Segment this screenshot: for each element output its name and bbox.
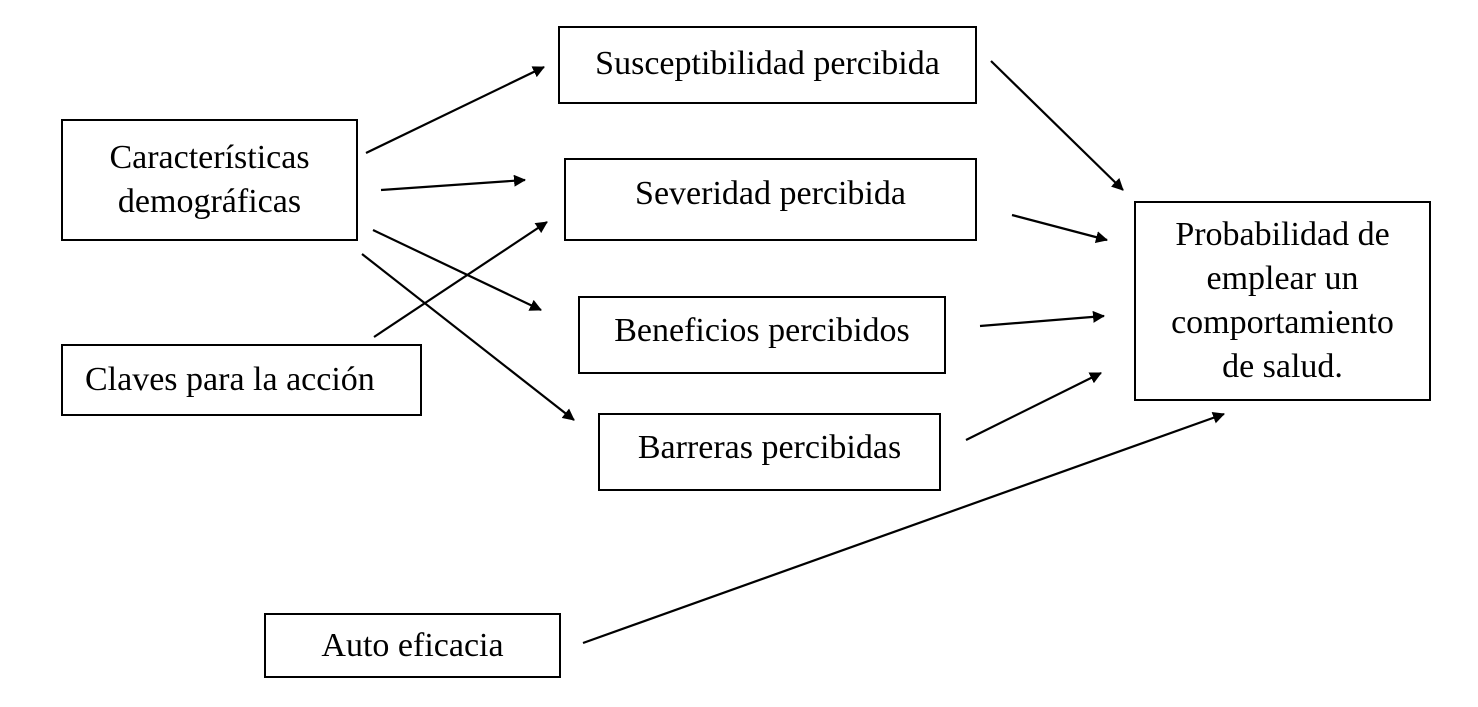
node-label: Barreras percibidas [637, 429, 902, 466]
node-label: Auto eficacia [321, 626, 504, 664]
node-beneficios-percibidos: Beneficios percibidos [578, 296, 946, 374]
node-severidad-percibida: Severidad percibida [564, 158, 977, 241]
arrow-claves-to-severidad [373, 221, 548, 338]
node-susceptibilidad-percibida: Susceptibilidad percibida [558, 26, 977, 104]
node-caracteristicas-demograficas: Características demográficas [61, 119, 358, 241]
arrow-susceptibilidad-to-probabilidad [990, 60, 1124, 191]
node-label: Severidad percibida [635, 175, 906, 212]
node-probabilidad-comportamiento-salud: Probabilidad de emplear un comportamient… [1134, 201, 1431, 401]
node-label: Beneficios percibidos [614, 312, 910, 349]
node-label: Claves para la acción [85, 361, 375, 398]
arrow-demograficas-to-beneficios [372, 229, 542, 311]
node-barreras-percibidas: Barreras percibidas [598, 413, 941, 491]
node-label: Susceptibilidad percibida [595, 45, 940, 82]
node-label: Características demográficas [109, 139, 310, 220]
node-auto-eficacia: Auto eficacia [264, 613, 561, 678]
arrow-demograficas-to-barreras [361, 253, 575, 421]
arrow-severidad-to-probabilidad [1011, 213, 1108, 244]
arrow-demograficas-to-severidad [380, 174, 526, 192]
node-label: Probabilidad de emplear un comportamient… [1171, 216, 1394, 385]
arrow-auto_eficacia-to-probabilidad [582, 412, 1225, 645]
arrow-beneficios-to-probabilidad [979, 310, 1105, 328]
node-claves-para-la-accion: Claves para la acción [61, 344, 422, 416]
arrow-demograficas-to-susceptibilidad [365, 66, 545, 154]
arrow-barreras-to-probabilidad [965, 372, 1102, 441]
